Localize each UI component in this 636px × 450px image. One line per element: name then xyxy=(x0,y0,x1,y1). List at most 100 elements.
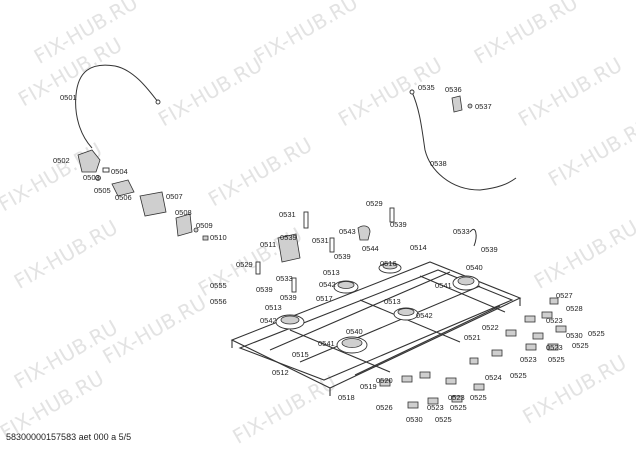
label-0542: 0542 xyxy=(416,311,433,320)
spark-plug-0529b xyxy=(389,207,395,223)
spark-plug-0531 xyxy=(303,211,309,229)
label-0507: 0507 xyxy=(166,192,183,201)
label-0530: 0530 xyxy=(566,331,583,340)
label-0538: 0538 xyxy=(430,159,447,168)
label-0556: 0556 xyxy=(210,297,227,306)
label-0533: 0533 xyxy=(453,227,470,236)
panel-0507 xyxy=(139,191,167,217)
spark-plug-0531b xyxy=(329,237,335,253)
label-0542: 0542 xyxy=(319,280,336,289)
watermark: FIX-HUB.RU xyxy=(470,0,582,69)
label-0539: 0539 xyxy=(256,285,273,294)
part-labels: 0501 0502 0503 0504 0505 0506 0507 0508 … xyxy=(53,83,605,424)
label-0537: 0537 xyxy=(475,102,492,111)
hook-0533 xyxy=(469,228,477,247)
valve-block-0505 xyxy=(111,179,135,197)
bracket-0502 xyxy=(77,149,101,173)
label-0522: 0522 xyxy=(482,323,499,332)
label-0513: 0513 xyxy=(323,268,340,277)
burner-0542-left xyxy=(275,314,305,330)
cooktop-frame xyxy=(230,261,522,396)
document-footer: 58300000157583 aet 000 a 5/5 xyxy=(6,432,132,442)
label-0525: 0525 xyxy=(450,403,467,412)
label-0525: 0525 xyxy=(435,415,452,424)
watermark: FIX-HUB.RU xyxy=(154,53,266,132)
label-0525: 0525 xyxy=(572,341,589,350)
label-0531: 0531 xyxy=(312,236,329,245)
label-0509: 0509 xyxy=(196,221,213,230)
label-0542: 0542 xyxy=(260,316,277,325)
label-0539: 0539 xyxy=(280,293,297,302)
watermark: FIX-HUB.RU xyxy=(544,113,636,192)
ignition-module-0511 xyxy=(277,233,301,263)
label-0530: 0530 xyxy=(406,415,423,424)
bracket-0508 xyxy=(175,213,193,237)
label-0506: 0506 xyxy=(115,193,132,202)
label-0531: 0531 xyxy=(279,210,296,219)
spark-plug-0533 xyxy=(291,277,297,293)
label-0533: 0533 xyxy=(276,274,293,283)
label-0503: 0503 xyxy=(83,173,100,182)
label-0523: 0523 xyxy=(448,393,465,402)
burner-0542-right xyxy=(393,307,419,321)
label-0525: 0525 xyxy=(470,393,487,402)
label-0525: 0525 xyxy=(548,355,565,364)
label-0539: 0539 xyxy=(390,220,407,229)
label-0512: 0512 xyxy=(272,368,289,377)
label-0523: 0523 xyxy=(546,316,563,325)
label-0527: 0527 xyxy=(556,291,573,300)
label-0541: 0541 xyxy=(435,281,452,290)
label-0526: 0526 xyxy=(376,403,393,412)
watermark: FIX-HUB.RU xyxy=(250,0,362,69)
gas-valve-cluster xyxy=(379,297,567,409)
label-0517: 0517 xyxy=(316,294,333,303)
label-0540: 0540 xyxy=(346,327,363,336)
label-0544: 0544 xyxy=(362,244,379,253)
clip-0504 xyxy=(102,167,110,173)
label-0508: 0508 xyxy=(175,208,192,217)
thermocouple-wire-0501 xyxy=(75,64,159,149)
burner-0516 xyxy=(378,262,402,274)
label-0525: 0525 xyxy=(510,371,527,380)
thermocouple-wire-0538 xyxy=(411,91,517,191)
label-0516: 0516 xyxy=(380,259,397,268)
label-0514: 0514 xyxy=(410,243,427,252)
label-0505: 0505 xyxy=(94,186,111,195)
label-0529: 0529 xyxy=(236,260,253,269)
label-0539: 0539 xyxy=(334,252,351,261)
label-0502: 0502 xyxy=(53,156,70,165)
label-0521: 0521 xyxy=(464,333,481,342)
label-0539: 0539 xyxy=(481,245,498,254)
watermark: FIX-HUB.RU xyxy=(514,53,626,132)
label-0501: 0501 xyxy=(60,93,77,102)
label-0510: 0510 xyxy=(210,233,227,242)
wire-end xyxy=(155,99,161,105)
spark-plug-0529 xyxy=(255,261,261,275)
label-0513: 0513 xyxy=(384,297,401,306)
label-0518: 0518 xyxy=(338,393,355,402)
burner-0541-rear xyxy=(452,275,480,291)
watermark: FIX-HUB.RU xyxy=(10,215,122,294)
label-0541: 0541 xyxy=(318,339,335,348)
label-0523: 0523 xyxy=(546,343,563,352)
burner-0542-mid xyxy=(333,280,359,294)
label-0540: 0540 xyxy=(466,263,483,272)
nut-0510 xyxy=(202,235,209,241)
label-0535: 0535 xyxy=(418,83,435,92)
label-0555: 0555 xyxy=(210,281,227,290)
label-0529: 0529 xyxy=(366,199,383,208)
label-0513: 0513 xyxy=(265,303,282,312)
label-0523: 0523 xyxy=(427,403,444,412)
label-0543: 0543 xyxy=(339,227,356,236)
screw-0537 xyxy=(467,103,473,109)
label-0519: 0519 xyxy=(360,382,377,391)
label-0504: 0504 xyxy=(111,167,128,176)
label-0528: 0528 xyxy=(566,304,583,313)
watermark: FIX-HUB.RU xyxy=(204,133,316,212)
screw-0509 xyxy=(193,227,199,233)
watermark: FIX-HUB.RU xyxy=(228,370,340,449)
connector-0536 xyxy=(451,95,463,113)
wire-end xyxy=(409,89,415,95)
